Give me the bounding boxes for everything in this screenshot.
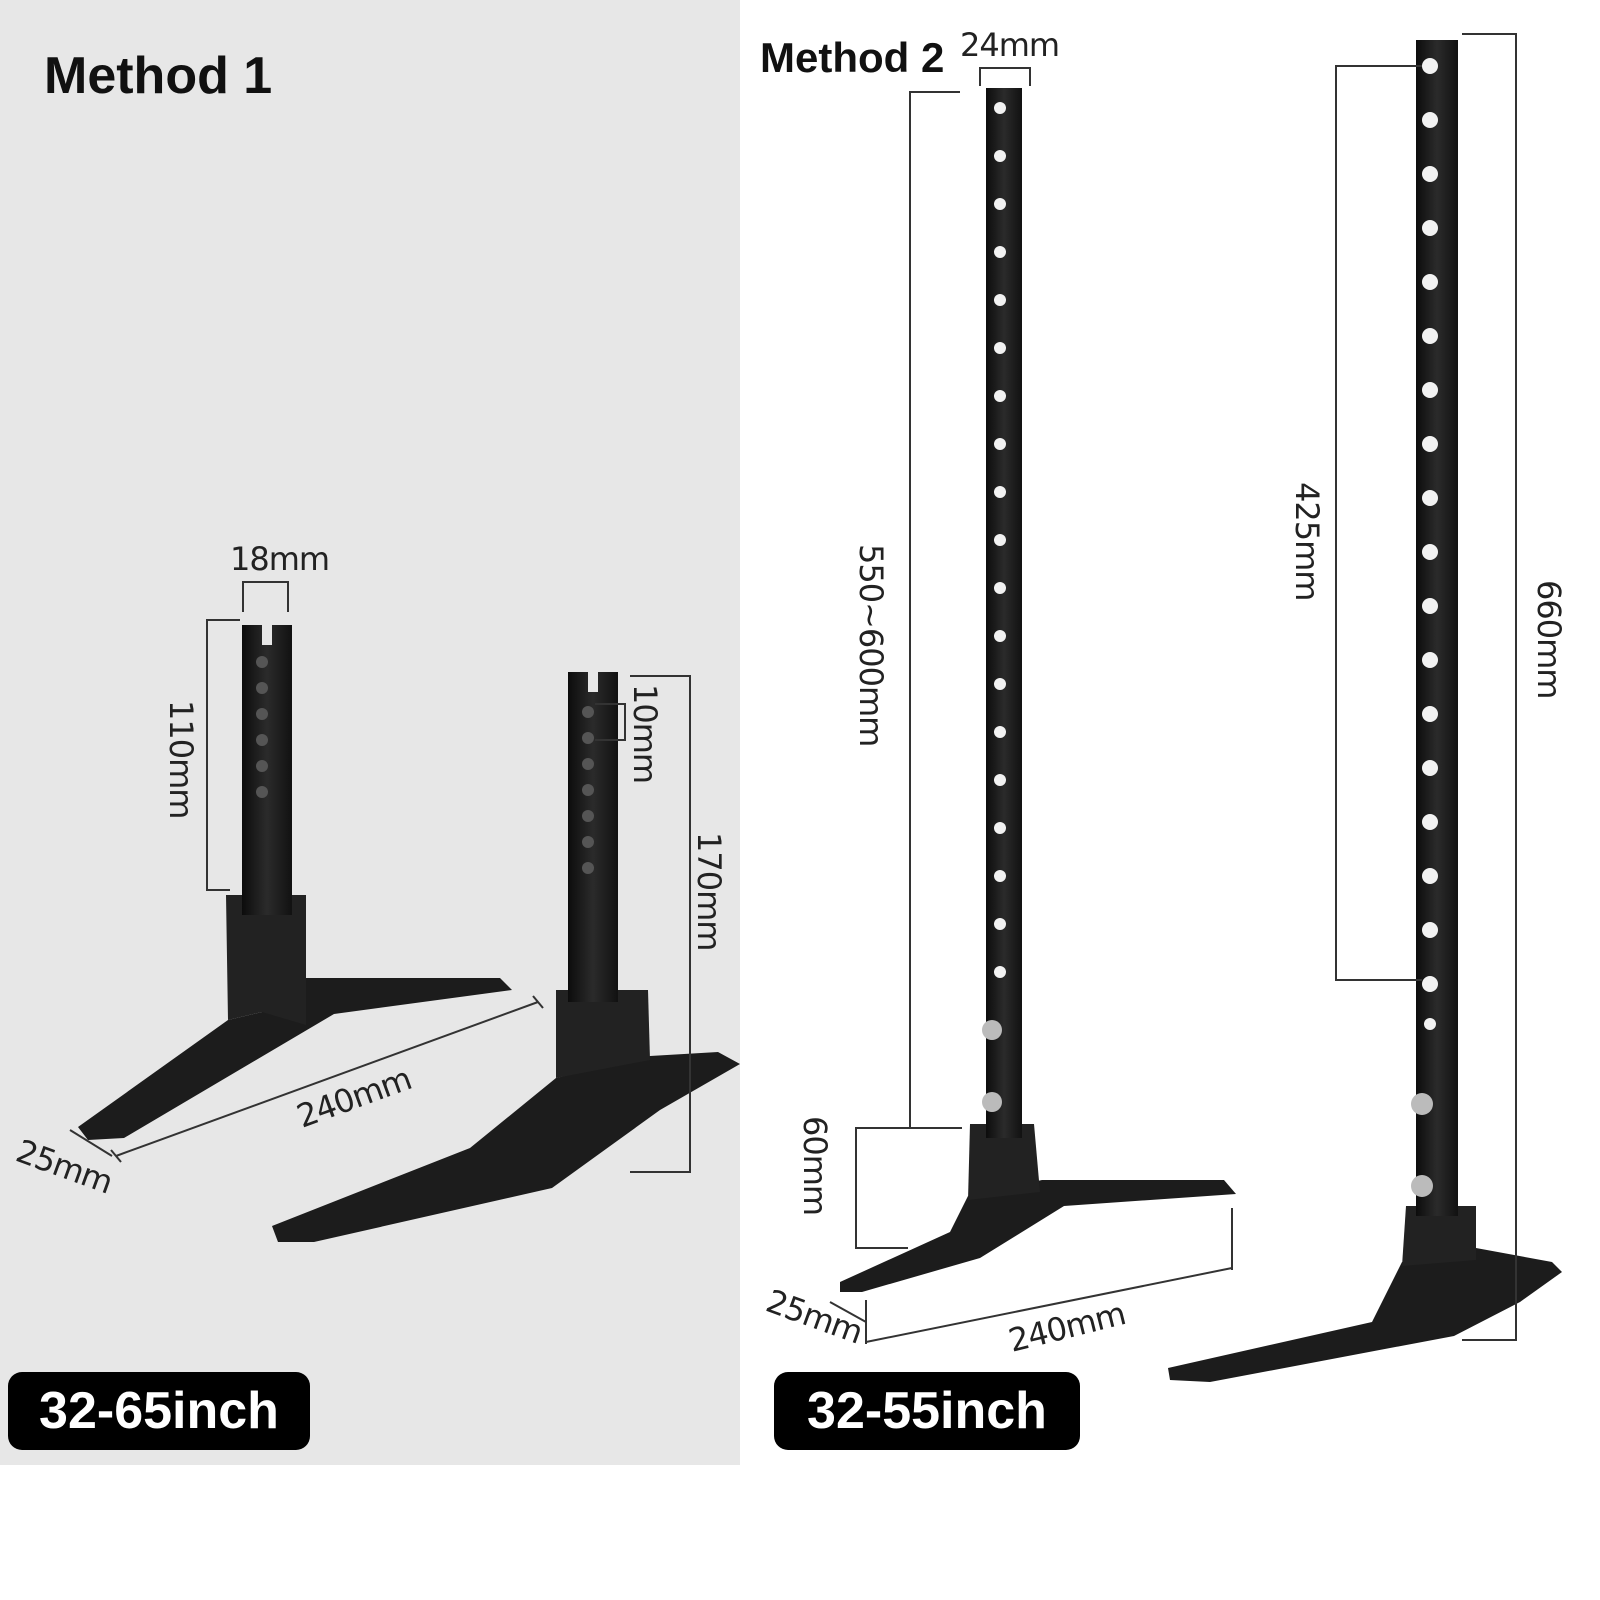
method-2-base-height-label: 60mm <box>796 1116 834 1215</box>
method-2-base-front <box>840 1180 1236 1292</box>
method-2-post-back <box>1416 40 1458 1216</box>
method-1-dimension-lines <box>69 581 691 1173</box>
method-2-stand-back <box>1168 40 1562 1382</box>
method-2-height-label: 550~600mm <box>852 544 890 746</box>
method-1-height-label: 110mm <box>162 700 200 818</box>
method-1-hole-pitch-label: 10mm <box>626 684 664 783</box>
method-1-size-badge: 32-65inch <box>8 1372 310 1450</box>
method-1-stand-back <box>272 672 740 1242</box>
method-1-post-front <box>242 625 292 915</box>
method-2-total-height-label: 660mm <box>1530 580 1568 698</box>
method-1-base-back <box>272 1052 740 1242</box>
method-1-stand-front <box>78 625 512 1140</box>
method-2-collar-front <box>968 1124 1040 1200</box>
method-2-base-width-label: 25mm <box>761 1282 867 1352</box>
method-1-base-front <box>78 978 512 1140</box>
method-2-size-badge: 32-55inch <box>774 1372 1080 1450</box>
method-2-title: Method 2 <box>760 34 945 81</box>
method-1-base-width-label: 25mm <box>11 1132 117 1202</box>
method-1-collar-front <box>226 895 306 1025</box>
method-1-width-label: 18mm <box>230 540 329 578</box>
method-2-hole-span-label: 425mm <box>1288 482 1326 600</box>
method-2-post-front <box>986 88 1022 1138</box>
method-2-base-back <box>1168 1248 1562 1382</box>
method-1-collar-back <box>556 990 650 1078</box>
method-2-width-label: 24mm <box>960 26 1059 64</box>
method-2-dimension-lines <box>829 33 1517 1344</box>
method-1-base-length-label: 240mm <box>292 1059 416 1135</box>
method-1-total-height-label: 170mm <box>690 832 728 950</box>
method-2-stand-front <box>840 88 1236 1292</box>
method-2-base-length-label: 240mm <box>1005 1294 1129 1360</box>
method-1-title: Method 1 <box>44 47 273 105</box>
method-1-post-back <box>568 672 618 1002</box>
method-2-collar-back <box>1402 1206 1476 1266</box>
